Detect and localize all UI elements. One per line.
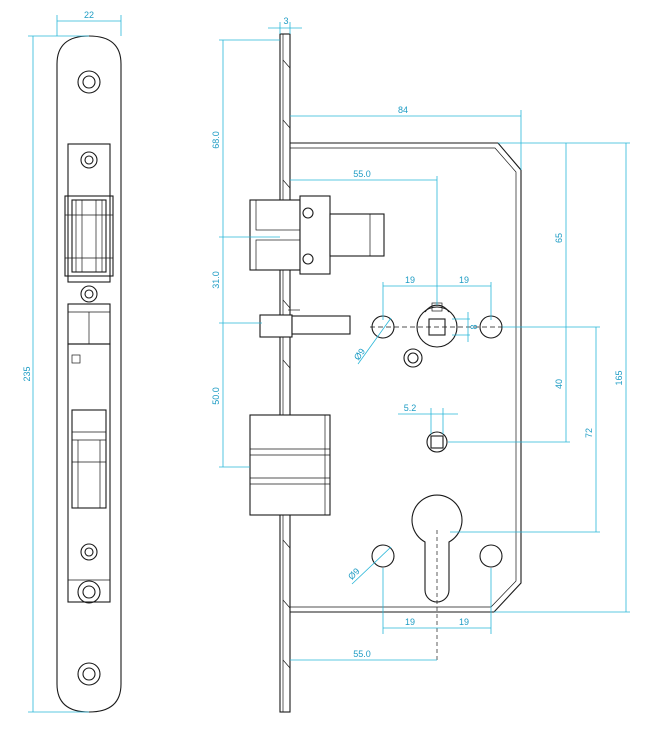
spindle-follower [403, 302, 458, 368]
thickness-label: 3 [283, 16, 288, 26]
lower-spacing-right-label: 19 [459, 617, 469, 627]
faceplate-side [279, 33, 291, 713]
body-width-label: 84 [398, 105, 408, 115]
lower-fixing-holes [371, 544, 503, 568]
deadbolt-opening [67, 343, 111, 603]
deadbolt-front [71, 409, 107, 509]
latch-opening [67, 143, 111, 283]
hole-right-lower [479, 544, 503, 568]
faceplate-width-label: 22 [84, 10, 94, 20]
hole-dia-upper-label: Ø9 [352, 346, 367, 362]
bolt-gap-label: 31.0 [211, 271, 221, 289]
latch-height-label: 68.0 [211, 131, 221, 149]
hole-dia-lower-label: Ø9 [346, 566, 362, 582]
small-square-hub [426, 431, 448, 453]
screw-hole-bottom [77, 662, 101, 686]
backset-bottom-label: 55.0 [353, 649, 371, 659]
spindle-size-label: 8 [469, 324, 479, 329]
right-65-label: 65 [554, 233, 564, 243]
small-square-label: 5.2 [404, 403, 417, 413]
hole-left-lower [371, 544, 395, 568]
latch-bolt [249, 195, 385, 275]
faceplate-dimensions [28, 15, 122, 713]
faceplate-outline [56, 35, 122, 713]
lower-spacing-left-label: 19 [405, 617, 415, 627]
aux-latch [259, 309, 351, 338]
lock-case [290, 142, 522, 613]
latch-bolt-front [64, 195, 114, 277]
lock-side-view [249, 33, 522, 713]
backset-top-label: 55.0 [353, 169, 371, 179]
side-view-dimensions [219, 22, 630, 661]
upper-spacing-left-label: 19 [405, 275, 415, 285]
deadbolt-height-label: 50.0 [211, 387, 221, 405]
screw-hole-top [77, 70, 101, 94]
upper-spacing-right-label: 19 [459, 275, 469, 285]
faceplate-height-label: 235 [22, 366, 32, 381]
cylinder-cutout [411, 494, 463, 603]
right-72-label: 72 [584, 428, 594, 438]
deadbolt [249, 414, 331, 516]
faceplate-front-view [56, 35, 122, 713]
right-40-label: 40 [554, 379, 564, 389]
right-165-label: 165 [614, 370, 624, 385]
